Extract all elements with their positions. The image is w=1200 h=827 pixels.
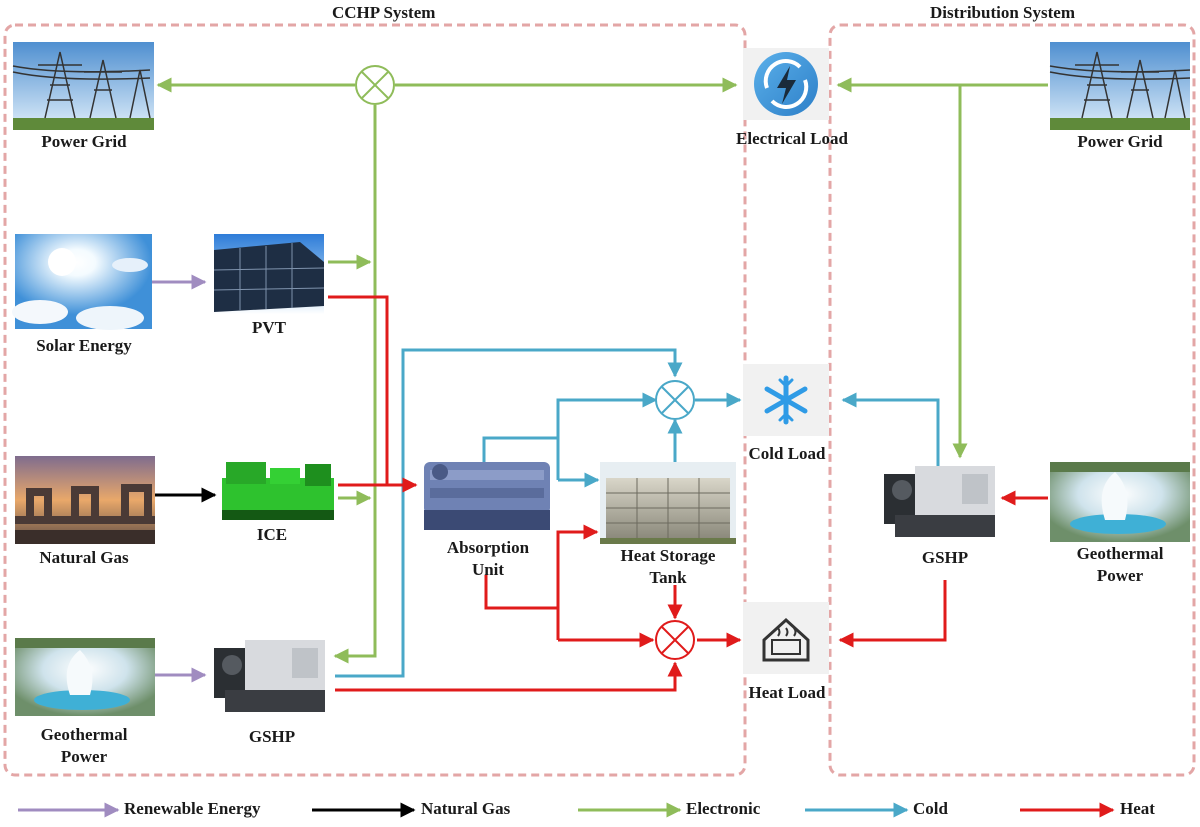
geothermal-left-label-line1: Geothermal	[40, 725, 128, 744]
cchp-system-title: CCHP System	[332, 3, 436, 22]
heat-bus-node	[655, 620, 695, 660]
ice-generator-image	[222, 462, 334, 520]
absorption-unit-label-line2: Unit	[471, 560, 505, 579]
electric-bus-node	[355, 65, 395, 105]
legend-renewable-energy: Renewable Energy	[124, 799, 261, 818]
heat-load-icon	[743, 602, 829, 674]
heat-storage-tank-label-line2: Tank	[649, 568, 687, 587]
heat-storage-tank-label-line1: Heat Storage	[620, 546, 716, 565]
cchp-system-boundary	[3, 23, 747, 777]
power-grid-left-label: Power Grid	[41, 132, 127, 151]
cold-bus-node	[655, 380, 695, 420]
legend-electronic: Electronic	[686, 799, 761, 818]
renewable-flows	[152, 274, 207, 683]
natural-gas-label: Natural Gas	[39, 548, 129, 567]
solar-energy-image	[12, 234, 152, 330]
cold-load-label: Cold Load	[748, 444, 826, 463]
distribution-system-boundary	[828, 23, 1196, 777]
geothermal-right-label-line1: Geothermal	[1076, 544, 1164, 563]
gshp-right-label: GSHP	[921, 548, 969, 567]
geothermal-right-image	[1050, 462, 1190, 542]
pvt-label: PVT	[252, 318, 286, 337]
geothermal-left-label-line2: Power	[60, 747, 108, 766]
gshp-right-image	[884, 466, 995, 537]
absorption-unit-label-line1: Absorption	[446, 538, 530, 557]
gshp-left-image	[214, 640, 325, 712]
pvt-image	[213, 234, 325, 314]
heat-flows	[328, 295, 1048, 692]
electrical-load-label: Electrical Load	[736, 129, 848, 148]
heat-load-label: Heat Load	[748, 683, 826, 702]
natural-gas-image	[15, 456, 155, 544]
heat-storage-tank-image	[600, 462, 736, 544]
power-grid-right-label: Power Grid	[1077, 132, 1163, 151]
cold-flows	[335, 348, 940, 678]
power-grid-left-image	[12, 42, 154, 130]
absorption-unit-image	[424, 462, 550, 530]
electrical-load-icon	[743, 48, 829, 120]
cold-load-icon	[743, 364, 829, 436]
electric-flows	[156, 77, 1048, 664]
geothermal-left-image	[15, 638, 155, 716]
legend-heat: Heat	[1120, 799, 1155, 818]
geothermal-right-label-line2: Power	[1096, 566, 1144, 585]
distribution-system-title: Distribution System	[930, 3, 1075, 22]
power-grid-right-image	[1049, 42, 1191, 130]
legend-natural-gas: Natural Gas	[421, 799, 511, 818]
legend-cold: Cold	[913, 799, 948, 818]
solar-energy-label: Solar Energy	[36, 336, 132, 355]
gshp-left-label: GSHP	[248, 727, 296, 746]
ice-label: ICE	[256, 525, 288, 544]
